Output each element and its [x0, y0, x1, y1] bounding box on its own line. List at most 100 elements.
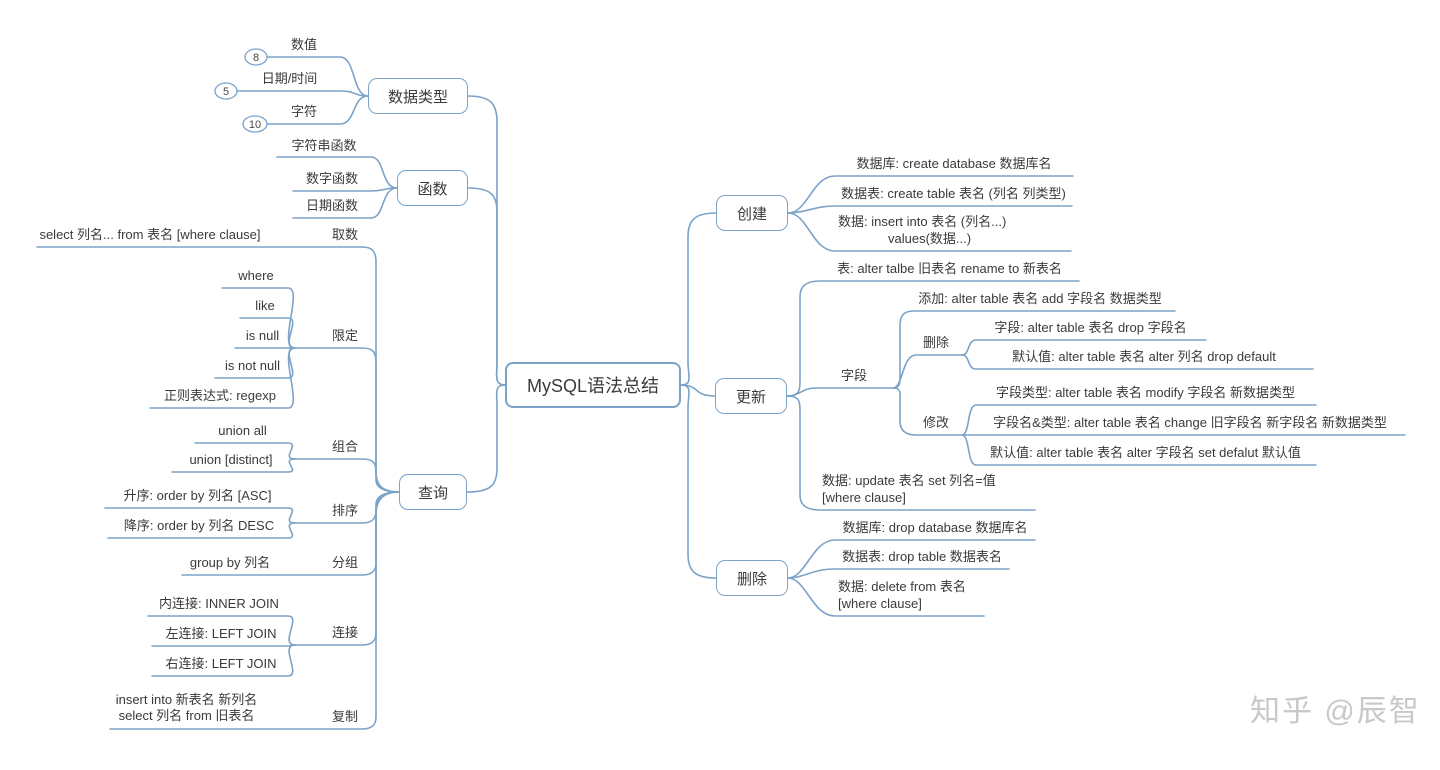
leaf-char: 字符	[290, 104, 317, 119]
line-modify-type	[961, 404, 1317, 436]
watermark: 知乎 @辰智	[1250, 695, 1421, 728]
line-combine	[294, 458, 400, 493]
branch-to-data-types	[467, 95, 506, 386]
leaf-insert-data-line2: values(数据...)	[888, 231, 972, 246]
subtopic-fetch: 取数	[331, 227, 358, 242]
leaf-insert-data-line1: 数据: insert into 表名 (列名...)	[838, 214, 1007, 229]
central-topic: MySQL语法总结	[505, 362, 681, 408]
branch-to-create	[680, 212, 717, 386]
leaf-delete-data-line1: 数据: delete from 表名	[838, 579, 966, 594]
line-insert-data	[787, 212, 1072, 252]
topic-delete: 删除	[716, 560, 788, 596]
leaf-modify-name-type: 字段名&类型: alter table 表名 change 旧字段名 新字段名 …	[993, 415, 1387, 430]
subtopic-restrict: 限定	[331, 328, 358, 343]
line-number-func	[292, 187, 398, 192]
branch-to-functions	[467, 187, 506, 386]
line-field-drop	[892, 354, 963, 389]
line-order-asc	[104, 507, 296, 524]
subtopic-sort: 排序	[331, 503, 358, 518]
line-update-data	[786, 395, 1036, 511]
line-copy	[109, 491, 400, 730]
line-restrict	[294, 347, 400, 493]
leaf-inner-join: 内连接: INNER JOIN	[159, 596, 279, 611]
line-inner-join	[147, 615, 296, 646]
line-date-func	[292, 187, 398, 219]
leaf-left-join: 左连接: LEFT JOIN	[165, 626, 277, 641]
line-numeric	[267, 56, 369, 97]
line-create-db	[787, 175, 1074, 214]
leaf-like: like	[255, 298, 275, 313]
line-field-modify	[892, 387, 963, 436]
leaf-order-asc: 升序: order by 列名 [ASC]	[123, 488, 272, 503]
line-create-table	[787, 205, 1073, 214]
leaf-union-all: union all	[218, 423, 267, 438]
badge-char-count: 10	[249, 119, 261, 131]
leaf-drop-field: 字段: alter table 表名 drop 字段名	[994, 320, 1187, 335]
leaf-numeric: 数值	[290, 37, 317, 52]
leaf-update-data-line1: 数据: update 表名 set 列名=值	[822, 473, 996, 488]
leaf-union-distinct: union [distinct]	[189, 452, 273, 467]
line-drop-field	[961, 339, 1207, 356]
leaf-drop-table: 数据表: drop table 数据表名	[842, 549, 1002, 564]
leaf-where: where	[238, 268, 274, 283]
line-order-desc	[107, 522, 296, 539]
line-field-add	[892, 310, 1176, 389]
line-drop-db	[787, 539, 1036, 579]
badge-datetime-count: 5	[223, 86, 229, 98]
leaf-string-functions: 字符串函数	[291, 138, 357, 153]
leaf-drop-default: 默认值: alter table 表名 alter 列名 drop defaul…	[1012, 349, 1276, 364]
subtopic-field: 字段	[840, 368, 867, 383]
subtopic-field-modify: 修改	[922, 415, 949, 430]
leaf-alter-rename: 表: alter talbe 旧表名 rename to 新表名	[837, 261, 1062, 276]
leaf-is-null: is null	[245, 328, 280, 343]
subtopic-group: 分组	[331, 555, 358, 570]
leaf-right-join: 右连接: LEFT JOIN	[165, 656, 277, 671]
badge-char	[242, 115, 268, 133]
line-modify-default	[961, 434, 1317, 466]
badge-datetime	[214, 82, 238, 100]
leaf-modify-type: 字段类型: alter table 表名 modify 字段名 新数据类型	[995, 385, 1296, 400]
leaf-select: select 列名... from 表名 [where clause]	[39, 227, 261, 242]
badge-numeric	[244, 48, 268, 66]
leaf-number-functions: 数字函数	[305, 171, 358, 186]
line-union-all	[194, 442, 296, 460]
line-delete-data	[787, 577, 985, 617]
branch-to-query	[466, 384, 506, 493]
subtopic-join: 连接	[331, 625, 358, 640]
line-field	[786, 387, 894, 397]
leaf-datetime: 日期/时间	[261, 71, 318, 86]
leaf-delete-data-line2: [where clause]	[838, 596, 922, 611]
topic-create: 创建	[716, 195, 788, 231]
line-string-func	[276, 156, 398, 189]
leaf-drop-database: 数据库: drop database 数据库名	[842, 520, 1028, 535]
leaf-copy-line1: insert into 新表名 新列名	[115, 692, 258, 707]
leaf-field-add: 添加: alter table 表名 add 字段名 数据类型	[918, 291, 1162, 306]
subtopic-combine: 组合	[331, 439, 358, 454]
leaf-copy-line2: select 列名 from 旧表名	[118, 708, 255, 723]
subtopic-field-drop: 删除	[922, 335, 949, 350]
leaf-create-table: 数据表: create table 表名 (列名 列类型)	[841, 186, 1066, 201]
leaf-date-functions: 日期函数	[305, 198, 358, 213]
branch-to-delete	[680, 384, 717, 579]
line-drop-table	[787, 568, 1010, 579]
line-union-distinct	[171, 458, 296, 473]
line-datetime	[237, 90, 369, 97]
leaf-modify-default: 默认值: alter table 表名 alter 字段名 set defalu…	[990, 445, 1301, 460]
leaf-regexp: 正则表达式: regexp	[164, 388, 276, 403]
leaf-is-not-null: is not null	[225, 358, 280, 373]
line-drop-default	[961, 354, 1314, 370]
leaf-create-database: 数据库: create database 数据库名	[856, 156, 1052, 171]
topic-data-types: 数据类型	[368, 78, 468, 114]
line-char	[267, 95, 369, 125]
leaf-order-desc: 降序: order by 列名 DESC	[123, 518, 275, 533]
leaf-copy-insert-select: insert into 新表名 新列名 select 列名 from 旧表名	[110, 692, 263, 724]
line-like	[239, 317, 296, 349]
badge-numeric-count: 8	[253, 52, 259, 64]
line-right-join	[151, 644, 296, 677]
line-left-join	[151, 644, 296, 647]
subtopic-copy: 复制	[331, 709, 358, 724]
leaf-group-by: group by 列名	[189, 555, 271, 570]
leaf-update-data-line2: [where clause]	[822, 490, 906, 505]
